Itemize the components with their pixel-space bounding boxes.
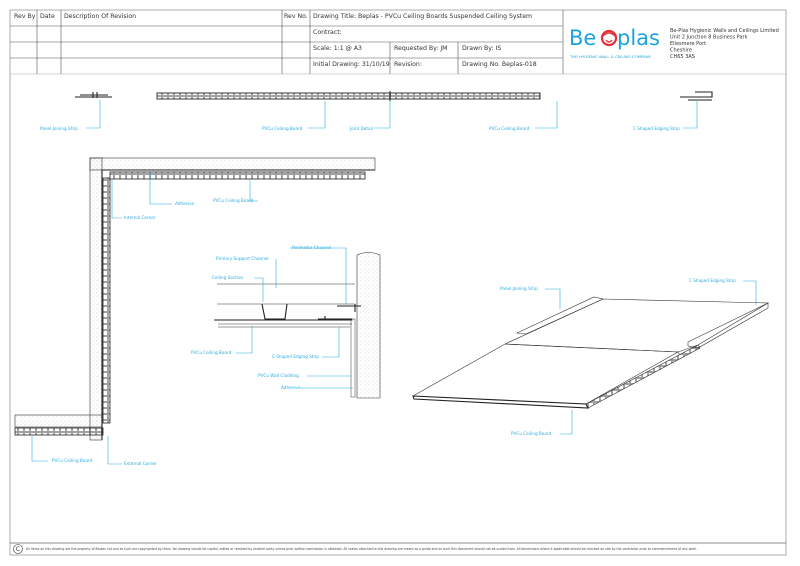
drawing-title: Drawing Title: Beplas - PVCu Ceiling Boa…: [313, 13, 532, 20]
c-shaped-edging-strip-profile: [680, 91, 713, 101]
label-pvcu-ceiling-board: PVCu Ceiling Board: [511, 431, 552, 436]
label-panel-joining-strip: Panel Joining Strip: [40, 126, 78, 131]
label-pvcu-wall-cladding: PVCu Wall Cladding: [258, 373, 299, 378]
logo-tagline: THE HYGIENIC WALL & CEILING COMPANY: [569, 54, 652, 59]
svg-text:plas: plas: [617, 26, 660, 50]
description-header: Description Of Revision: [64, 13, 136, 20]
date-header: Date: [40, 13, 55, 20]
svg-text:Ellesmere Port: Ellesmere Port: [670, 41, 706, 47]
contract: Contract:: [313, 29, 342, 36]
label-adhesive: Adhesive: [281, 385, 301, 390]
label-pvcu-ceiling-board: PVCu Ceiling Board: [213, 198, 254, 203]
scale: Scale: 1:1 @ A3: [313, 44, 362, 52]
label-internal-corner: Internal Corner: [124, 215, 156, 220]
label-pvcu-ceiling-board: PVCu Ceiling Board: [489, 126, 530, 131]
label-c-shaped-edging-strip: C Shaped Edging Strip: [272, 354, 319, 359]
label-ceiling-section: Ceiling Section: [212, 275, 244, 280]
label-pvcu-ceiling-board: PVCu Ceiling Board: [262, 126, 303, 131]
ceiling-section-detail: [214, 252, 381, 399]
svg-text:CH65 3AS: CH65 3AS: [670, 54, 695, 60]
company-address: Be-Plas Hygienic Walls and Ceilings Limi…: [670, 28, 779, 60]
label-c-shaped-edging-strip: C Shaped Edging Strip: [689, 278, 736, 283]
label-joint-detail: Joint Detail: [349, 126, 373, 131]
drawn-by: Drawn By: IS: [462, 45, 501, 52]
panel-joining-strip-profile: [75, 92, 112, 98]
label-adhesive: Adhesive: [175, 201, 195, 206]
revision: Revision:: [394, 61, 422, 68]
label-primary-support-channel: Primary Support Channel: [216, 256, 269, 261]
isometric-ceiling-board: [411, 296, 770, 409]
beplas-logo: Be plas THE HYGIENIC WALL & CEILING COMP…: [569, 26, 660, 59]
title-block: [10, 10, 786, 75]
svg-text:Unit 2 Junction 8 Business Par: Unit 2 Junction 8 Business Park: [670, 35, 748, 41]
svg-text:Cheshire: Cheshire: [670, 48, 692, 54]
copyright-icon: [13, 544, 23, 554]
rev-no-header: Rev No.: [284, 13, 308, 20]
label-perimeter-channel: Perimeter Channel: [292, 245, 331, 250]
rev-by-header: Rev By: [14, 13, 36, 20]
initial-drawing: Initial Drawing: 31/10/19: [313, 61, 390, 68]
copyright-symbol: C: [16, 546, 20, 553]
footer-disclaimer: All items on this drawing are the proper…: [26, 547, 697, 551]
corner-detail: [14, 157, 376, 441]
svg-text:Be-Plas Hygienic Walls and Cei: Be-Plas Hygienic Walls and Ceilings Limi…: [670, 28, 779, 34]
label-pvcu-ceiling-board: PVCu Ceiling Board: [191, 350, 232, 355]
label-panel-joining-strip: Panel Joining Strip: [500, 286, 538, 291]
svg-text:Be: Be: [569, 26, 596, 50]
ceiling-board-profile: [156, 91, 541, 101]
label-c-shaped-edging-strip: C Shaped Edging Strip: [633, 126, 680, 131]
sheet-border: [9, 9, 787, 556]
logo-emblem-icon: [600, 29, 618, 47]
label-external-corner: External Corner: [124, 461, 157, 466]
drawing-number: Drawing No. Beplas-018: [462, 61, 537, 68]
label-pvcu-ceiling-board: PVCu Ceiling Board: [52, 458, 93, 463]
requested-by: Requested By: JM: [394, 45, 448, 52]
